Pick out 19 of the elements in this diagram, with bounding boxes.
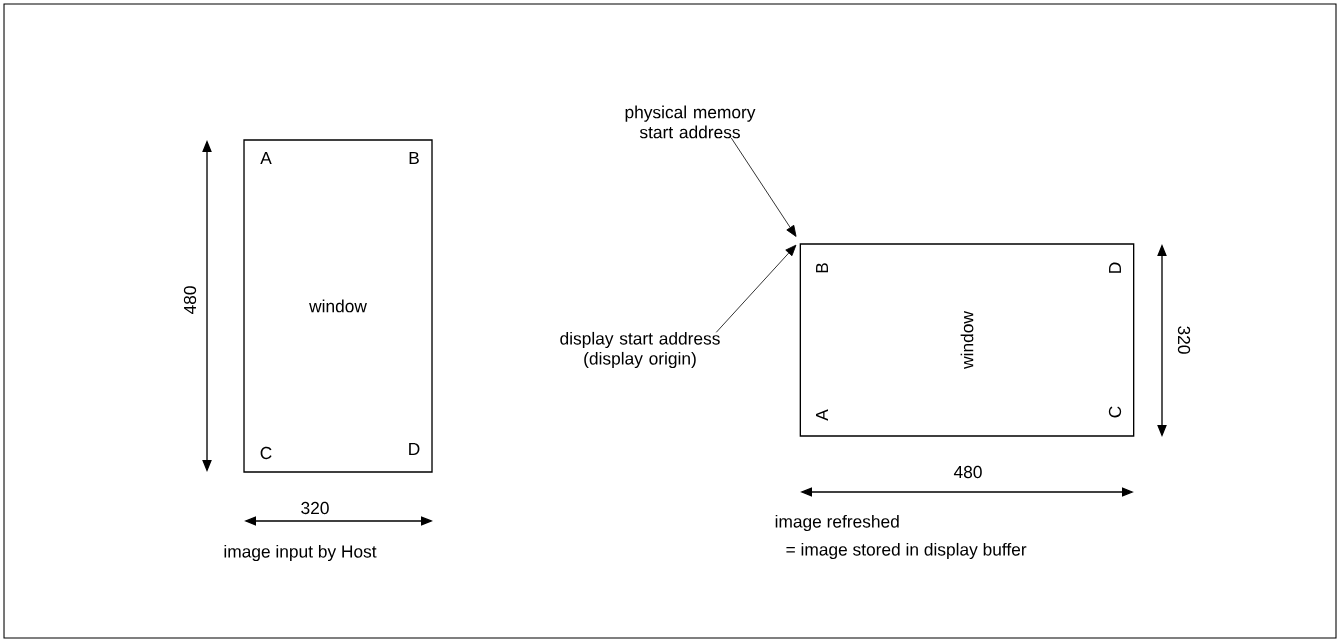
callout-text: display start address (display origin) [560,331,720,369]
corner-letter: C [1108,406,1122,418]
dimension-label: 480 [953,465,982,479]
dimension-label: 480 [183,286,197,315]
dimension-label: 320 [1177,326,1191,354]
corner-letter: D [409,443,420,455]
caption: image refreshed [775,514,899,532]
arrow [715,244,797,333]
corner-letter: A [260,152,272,164]
caption: image input by Host [224,544,377,562]
callout-text: physical memory start address [625,105,756,139]
dimension-label: 320 [301,501,329,515]
corner-letter: C [260,446,272,460]
arrow [730,137,797,237]
corner-letter: A [816,409,828,421]
corner-letter: B [409,152,419,164]
caption: = image stored in display buffer [786,542,1027,560]
corner-letter: D [1109,262,1121,273]
corner-letter: B [816,263,828,273]
